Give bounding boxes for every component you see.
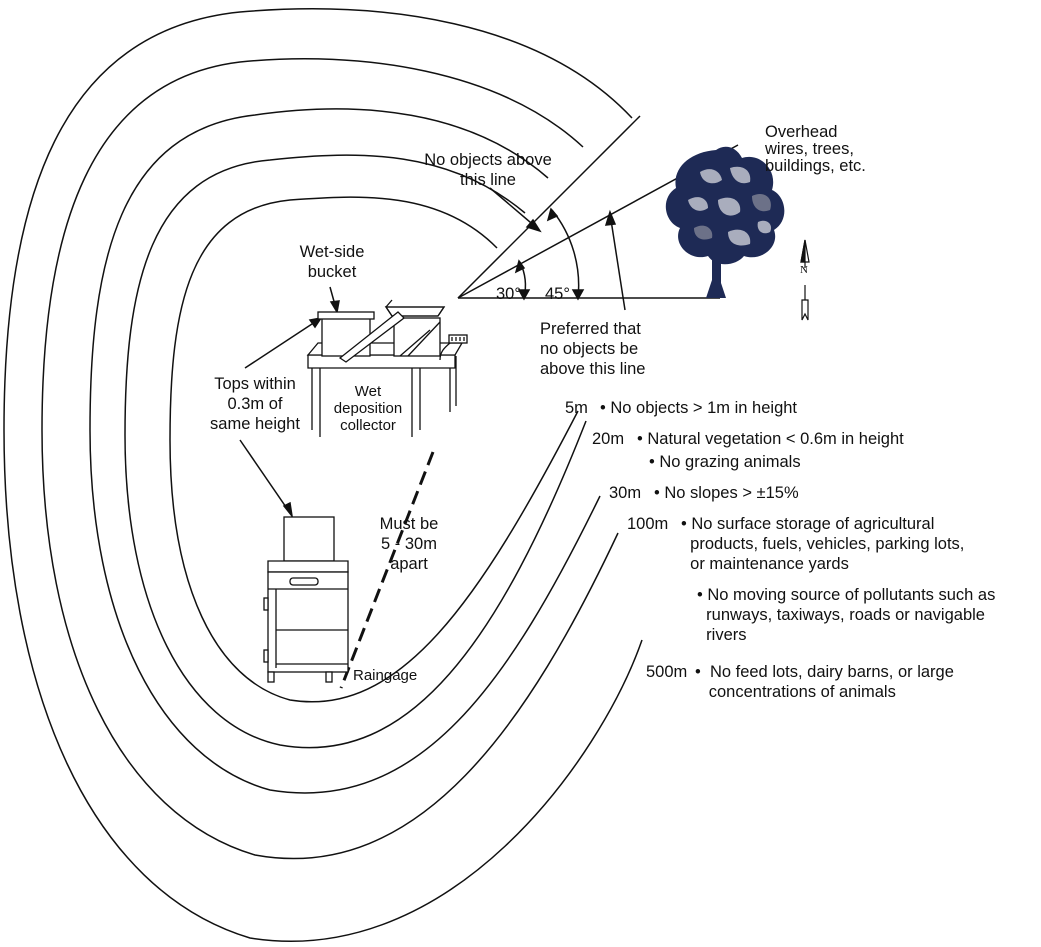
collector-line-3: collector: [340, 417, 396, 434]
zone-curve-100m: [41, 58, 619, 860]
zone-curve-20m: [124, 154, 587, 749]
tops-within-line-1: Tops within: [214, 375, 296, 393]
raingage-label: Raingage: [353, 667, 418, 684]
wet-side-bucket-line-2: bucket: [307, 263, 357, 281]
angle-30-label: 30°: [496, 285, 521, 303]
preferred-label: Preferred that no objects be above this …: [540, 319, 700, 379]
line-45deg: [457, 115, 641, 299]
preferred-line-2: no objects be: [540, 340, 639, 358]
tree-icon: [665, 146, 785, 298]
raingage-icon: [263, 516, 349, 683]
no-objects-above-label: No objects above this line: [418, 150, 558, 190]
zone-100m-distance: 100m: [627, 515, 669, 533]
must-be-apart-line-3: apart: [390, 555, 428, 573]
zone-curves: [3, 8, 643, 942]
zone-500m-distance: 500m: [646, 663, 688, 681]
no-objects-above-line-1: No objects above: [424, 151, 552, 169]
arc-45: [551, 209, 580, 299]
arrows: [239, 187, 626, 519]
wet-side-bucket-label: Wet-side bucket: [282, 242, 382, 282]
preferred-line-1: Preferred that: [540, 320, 641, 338]
wet-deposition-collector-icon: [306, 299, 468, 437]
zone-curve-500m: [3, 8, 643, 942]
collector-line-2: deposition: [333, 400, 403, 417]
distance-dashed-line: [339, 451, 435, 689]
zone-100m-rule-1: • No surface storage of agricultural pro…: [681, 515, 965, 573]
overhead-line-1: Overhead: [765, 123, 838, 141]
must-be-apart-label: Must be 5 - 30m apart: [364, 514, 454, 574]
zone-500m-rule-1: • No feed lots, dairy barns, or large co…: [695, 663, 954, 701]
zone-20m-rule-2: • No grazing animals: [649, 453, 801, 471]
zone-5m-distance: 5m: [565, 399, 588, 417]
north-label: N: [800, 264, 808, 276]
zone-30m-rule-1: • No slopes > ±15%: [654, 484, 799, 502]
tops-within-label: Tops within 0.3m of same height: [200, 374, 310, 434]
zone-curve-30m: [89, 108, 601, 794]
wet-side-bucket-line-1: Wet-side: [299, 243, 365, 261]
preferred-line-3: above this line: [540, 360, 646, 378]
collector-line-1: Wet: [354, 383, 382, 400]
north-arrow-icon: [800, 239, 810, 321]
no-objects-above-line-2: this line: [460, 171, 516, 189]
tops-within-line-2: 0.3m of: [227, 395, 283, 413]
overhead-label: Overhead wires, trees, buildings, etc.: [765, 122, 925, 176]
zone-30m-distance: 30m: [609, 484, 642, 502]
tops-within-line-3: same height: [210, 415, 300, 433]
zone-20m-distance: 20m: [592, 430, 625, 448]
zone-100m-rule-2: • No moving source of pollutants such as…: [697, 586, 996, 644]
must-be-apart-line-1: Must be: [379, 515, 439, 533]
overhead-line-3: buildings, etc.: [765, 157, 866, 175]
overhead-line-2: wires, trees,: [765, 140, 854, 158]
wet-deposition-collector-label: Wet deposition collector: [328, 383, 408, 434]
angle-45-label: 45°: [545, 285, 570, 303]
must-be-apart-line-2: 5 - 30m: [381, 535, 437, 553]
zone-curve-5m: [169, 196, 579, 703]
zone-20m-rule-1: • Natural vegetation < 0.6m in height: [637, 430, 904, 448]
zone-5m-rule-1: • No objects > 1m in height: [600, 399, 798, 417]
